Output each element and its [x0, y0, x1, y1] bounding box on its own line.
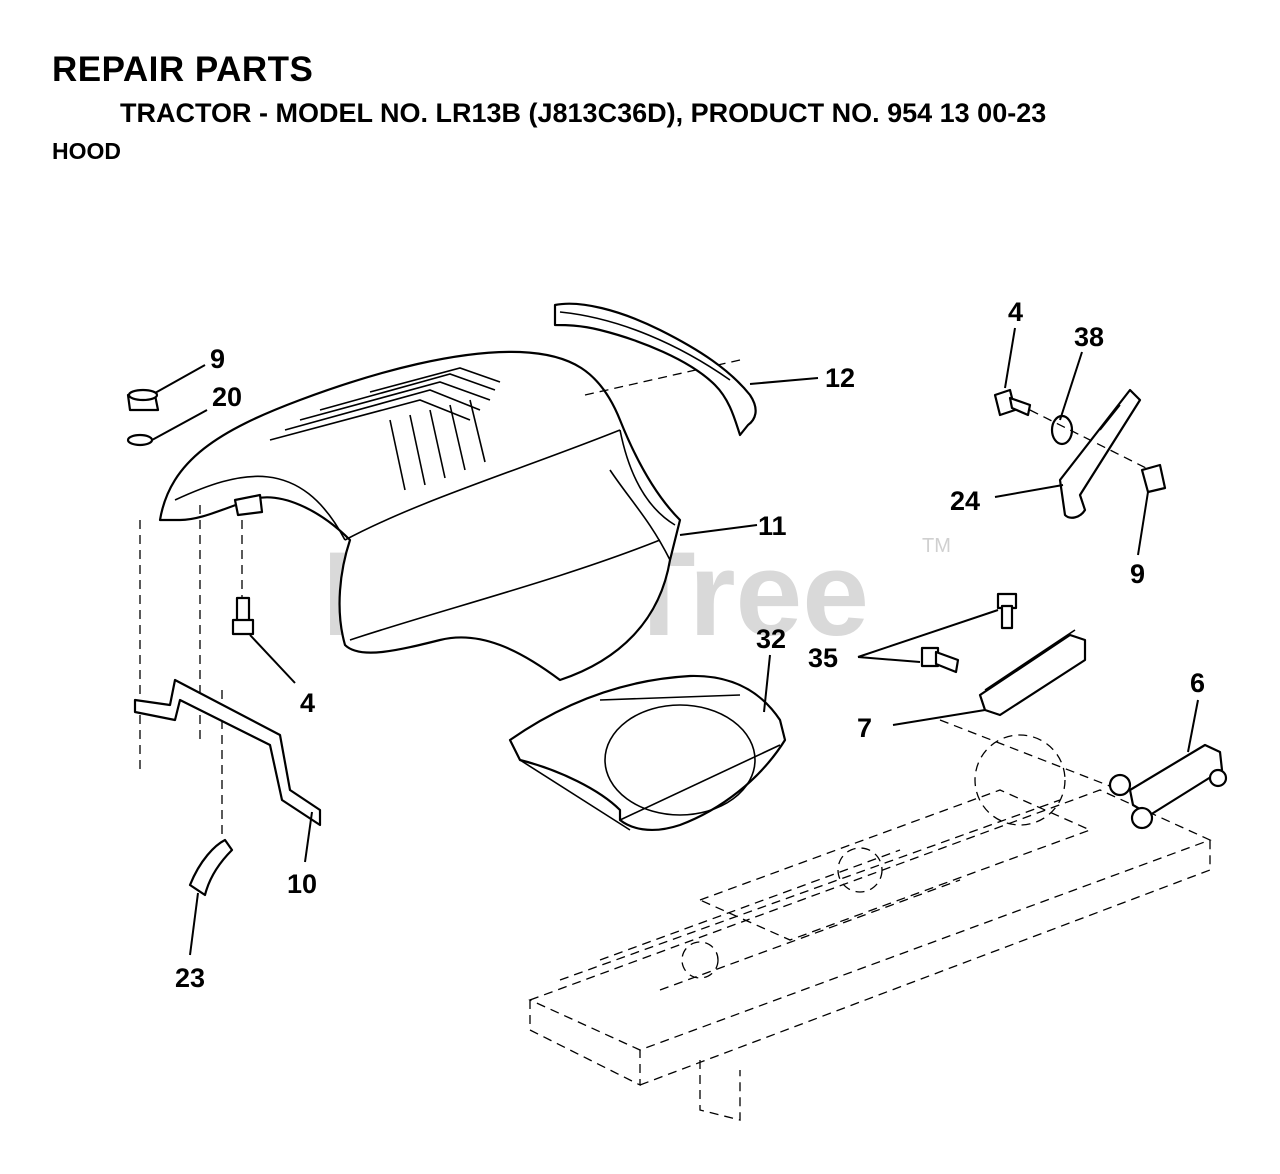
callout-9-left: 9 [210, 344, 225, 374]
callout-35: 35 [808, 643, 838, 673]
support-rod-part [133, 678, 322, 827]
callout-20: 20 [212, 382, 242, 412]
model-subtitle: TRACTOR - MODEL NO. LR13B (J813C36D), PR… [120, 98, 1047, 128]
lock-bracket-part [1108, 743, 1228, 830]
mount-bracket-part [978, 629, 1087, 717]
bolt-right-part [993, 388, 1032, 417]
callout-12: 12 [825, 363, 855, 393]
leader-lines [151, 327, 1199, 956]
callout-6: 6 [1190, 668, 1205, 698]
callout-10: 10 [287, 869, 317, 899]
nut-part [126, 388, 160, 412]
tray-part [508, 674, 787, 832]
callout-4-right: 4 [1008, 297, 1023, 327]
bolt-part [231, 596, 255, 636]
callout-4-left: 4 [300, 688, 315, 718]
callout-11: 11 [758, 511, 787, 541]
nut-right-part [1140, 463, 1167, 494]
bracket-part [1058, 388, 1142, 519]
section-label: HOOD [52, 138, 121, 164]
washer-right-part [1050, 414, 1074, 446]
callout-24: 24 [950, 486, 980, 516]
callout-7: 7 [857, 713, 872, 743]
hood-part [158, 350, 682, 682]
watermark-tm: TM [922, 535, 951, 557]
tractor-frame [528, 719, 1212, 1121]
callout-23: 23 [175, 963, 205, 993]
callout-32: 32 [756, 624, 786, 654]
top-panel-part [553, 302, 757, 437]
page-title: REPAIR PARTS [52, 50, 314, 89]
bolt-35-part [920, 592, 1018, 674]
latch-part [188, 838, 234, 897]
washer-part [126, 433, 154, 447]
callout-9-right: 9 [1130, 559, 1145, 589]
callout-38: 38 [1074, 322, 1104, 352]
